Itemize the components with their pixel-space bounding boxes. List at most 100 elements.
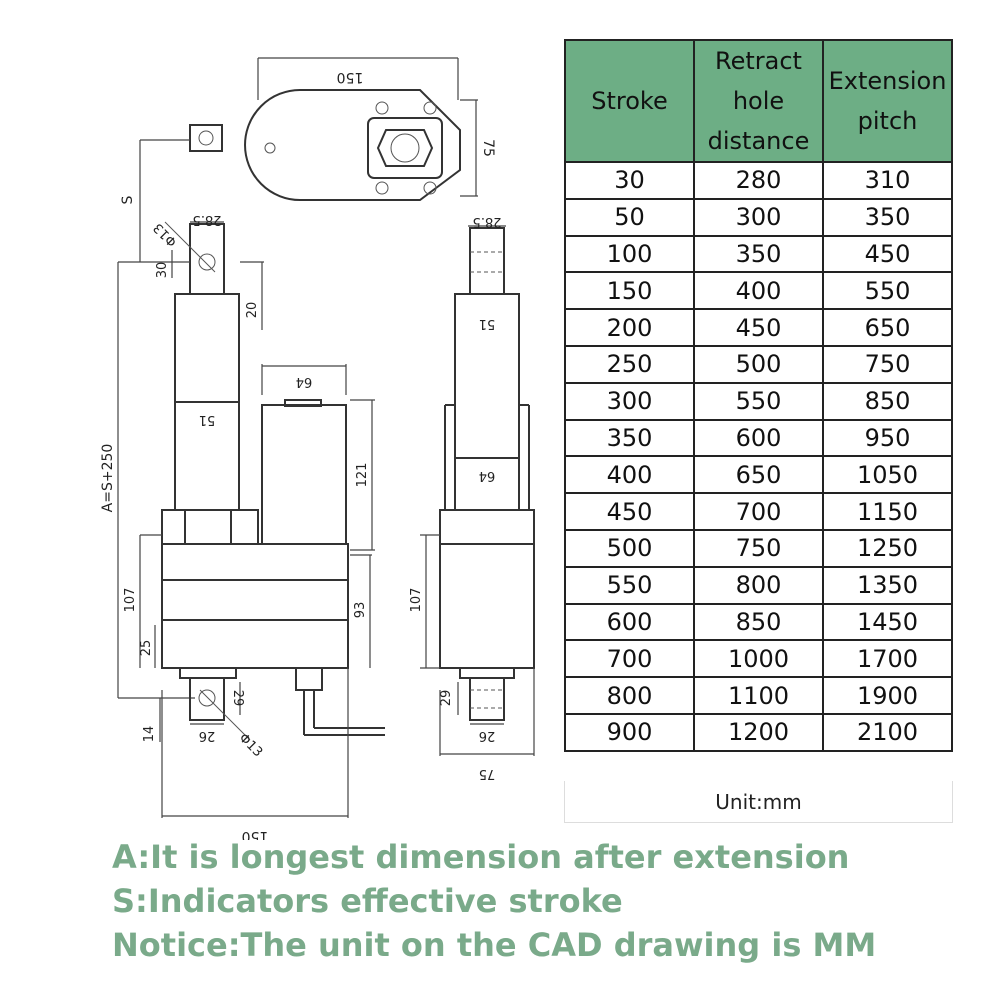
table-header-row: Stroke Retract hole distance Extension p… [564,39,953,163]
side-dim-107: 107 [409,588,424,613]
overall-length-label: A=S+250 [100,444,116,513]
cell-retract: 650 [693,455,824,495]
top-view-height-label: 75 [480,139,496,157]
cell-extension: 350 [822,197,953,237]
cell-extension: 1450 [822,602,953,642]
front-dim-14: 14 [142,726,157,743]
cell-stroke: 50 [564,197,695,237]
front-hole-dia-top: Φ13 [151,220,181,250]
cell-stroke: 600 [564,602,695,642]
cell-retract: 550 [693,381,824,421]
cell-stroke: 550 [564,565,695,605]
header-extension-pitch: Extension pitch [822,39,953,163]
cell-retract: 300 [693,197,824,237]
cell-stroke: 500 [564,528,695,568]
cell-retract: 850 [693,602,824,642]
header-stroke: Stroke [564,39,695,163]
cell-retract: 500 [693,344,824,384]
cell-retract: 1200 [693,712,824,752]
front-dim-29: 29 [230,690,245,707]
cell-retract: 750 [693,528,824,568]
cell-stroke: 300 [564,381,695,421]
note-unit-notice: Notice:The unit on the CAD drawing is MM [112,926,877,964]
side-tube-dia: 51 [479,316,496,331]
note-stroke-s: S:Indicators effective stroke [112,882,623,920]
front-dim-93: 93 [353,602,368,619]
top-view-width-label: 150 [337,69,364,85]
front-motor-dia: 64 [296,374,313,389]
cell-extension: 850 [822,381,953,421]
cell-extension: 1350 [822,565,953,605]
cell-extension: 1150 [822,492,953,531]
side-rod-end-width: 28.5 [473,214,502,229]
cell-retract: 450 [693,308,824,347]
cad-drawing: 150 75 S Φ13 28.5 30 20 51 [100,57,535,840]
front-dim-25: 25 [139,640,154,657]
front-tube-dia: 51 [199,412,216,427]
front-dim-107: 107 [123,588,138,613]
front-view: S Φ13 28.5 30 20 51 64 121 [100,124,385,840]
side-dim-29: 29 [439,690,454,707]
cell-stroke: 450 [564,492,695,531]
cell-stroke: 350 [564,418,695,458]
front-motor-len: 121 [355,463,370,488]
cell-extension: 1050 [822,455,953,495]
cell-stroke: 100 [564,234,695,274]
side-dim-26: 26 [479,728,496,743]
cell-extension: 950 [822,418,953,458]
cell-stroke: 250 [564,344,695,384]
front-dim-30: 30 [155,262,170,279]
stroke-spec-table: Stroke Retract hole distance Extension p… [564,39,953,752]
front-dim-20: 20 [245,302,260,319]
cell-stroke: 400 [564,455,695,495]
cell-extension: 1250 [822,528,953,568]
front-base-width: 150 [242,828,269,840]
cell-retract: 600 [693,418,824,458]
cell-extension: 650 [822,308,953,347]
cell-stroke: 700 [564,639,695,679]
cell-extension: 310 [822,161,953,200]
cell-retract: 400 [693,271,824,311]
cell-retract: 350 [693,234,824,274]
front-hole-dia-bottom: Φ13 [236,731,266,761]
cell-extension: 1700 [822,639,953,679]
front-dim-26: 26 [199,728,216,743]
cell-stroke: 200 [564,308,695,347]
cell-stroke: 900 [564,712,695,752]
cell-retract: 800 [693,565,824,605]
note-dimension-a: A:It is longest dimension after extensio… [112,838,850,876]
cell-stroke: 800 [564,676,695,715]
cell-retract: 280 [693,161,824,200]
cell-stroke: 150 [564,271,695,311]
cell-stroke: 30 [564,161,695,200]
front-rod-end-width: 28.5 [193,212,222,227]
cell-extension: 750 [822,344,953,384]
cell-retract: 700 [693,492,824,531]
cell-extension: 450 [822,234,953,274]
unit-label: Unit:mm [564,781,953,823]
cell-extension: 550 [822,271,953,311]
cell-extension: 1900 [822,676,953,715]
side-dim-75: 75 [479,766,496,781]
cell-retract: 1000 [693,639,824,679]
side-motor-dia: 64 [479,468,496,483]
stroke-s-label: S [120,195,136,204]
cell-retract: 1100 [693,676,824,715]
header-retract-hole-distance: Retract hole distance [693,39,824,163]
